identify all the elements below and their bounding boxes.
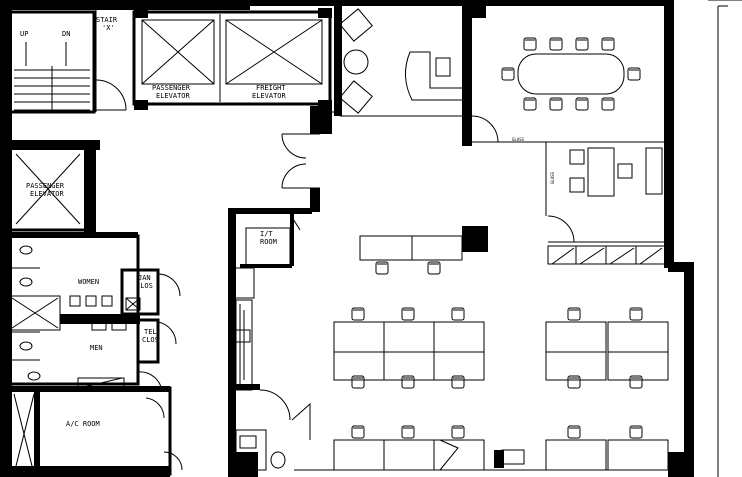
- workstations: [333, 226, 669, 471]
- conference-chair: [501, 67, 515, 81]
- central-core: I/T ROOM: [228, 208, 312, 477]
- svg-text:TEL CLOS: TEL CLOS: [142, 328, 161, 344]
- restrooms: WOMEN MEN JAN CLOS TEL CLOS: [8, 232, 181, 393]
- workstation-chair: [401, 425, 415, 439]
- ac-room: A/C ROOM: [0, 386, 183, 477]
- stair-x-label: STAIR 'X': [96, 16, 121, 32]
- conference-chair: [601, 97, 615, 111]
- corridor-doors: [281, 106, 320, 212]
- conference-chair: [601, 37, 615, 51]
- workstation-desk: [333, 439, 385, 471]
- conference-chair: [575, 97, 589, 111]
- conference-chair: [549, 37, 563, 51]
- workstation-chair: [567, 307, 581, 321]
- workstation-chair: [629, 307, 643, 321]
- conference-chair: [523, 37, 537, 51]
- workstation-chair: [567, 425, 581, 439]
- workstation-chair: [451, 375, 465, 389]
- ac-room-label: A/C ROOM: [66, 420, 100, 428]
- glass-label-1: GLASS: [512, 137, 525, 142]
- workstation-chair: [401, 375, 415, 389]
- workstation-chair: [567, 375, 581, 389]
- workstation-chair: [351, 307, 365, 321]
- workstation-chair: [375, 261, 389, 275]
- stair-up-label: UP: [20, 30, 28, 38]
- workstation-desk: [433, 439, 485, 471]
- workstation-chair: [401, 307, 415, 321]
- stair-dn-label: DN: [62, 30, 70, 38]
- workstation-desk: [333, 321, 385, 353]
- workstation-desk: [607, 321, 669, 353]
- workstation-desk: [545, 439, 607, 471]
- freight-elevator-label: FREIGHT ELEVATOR: [252, 84, 290, 100]
- workstation-chair: [451, 425, 465, 439]
- stair-x-label-line2: 'X': [102, 24, 115, 32]
- glass-label-2: GLASS: [550, 171, 555, 184]
- passenger-elevator-left: PASSENGER ELEVATOR: [0, 140, 100, 236]
- reception-area: [334, 6, 486, 146]
- passenger-elevator-top-label: PASSENGER ELEVATOR: [152, 84, 194, 100]
- svg-text:PASSENGER ELEVATOR: PASSENGER ELEVATOR: [26, 182, 68, 198]
- workstation-desk: [383, 439, 435, 471]
- conference-chair: [627, 67, 641, 81]
- men-label: MEN: [90, 344, 103, 352]
- workstation-desk: [433, 321, 485, 353]
- svg-text:JAN CLOS: JAN CLOS: [136, 274, 155, 290]
- conference-chair: [549, 97, 563, 111]
- workstation-chair: [351, 425, 365, 439]
- workstation-chair: [427, 261, 441, 275]
- conference-chair: [523, 97, 537, 111]
- workstation-desk: [383, 321, 435, 353]
- filing-cabinets: [547, 245, 667, 265]
- workstation-desk: [607, 351, 669, 381]
- workstation-chair: [629, 375, 643, 389]
- elevator-bank: PASSENGER ELEVATOR FREIGHT ELEVATOR: [132, 8, 332, 110]
- workstation-chair: [629, 425, 643, 439]
- workstation-desk: [607, 439, 669, 471]
- stair-door-swing: [95, 79, 127, 111]
- workstation-desk: [433, 351, 485, 381]
- conference-room: GLASS: [471, 37, 664, 143]
- stair-x: UP DN STAIR 'X': [8, 10, 121, 114]
- workstation-chair: [451, 307, 465, 321]
- svg-text:I/T ROOM: I/T ROOM: [260, 230, 277, 246]
- workstation-desk: [545, 321, 607, 353]
- conference-chairs: [501, 37, 641, 111]
- stair-x-label-line1: STAIR: [96, 16, 118, 24]
- workstation-chair: [351, 375, 365, 389]
- conference-chair: [575, 37, 589, 51]
- women-label: WOMEN: [78, 278, 99, 286]
- small-office: GLASS: [545, 142, 664, 243]
- workstation-desk: [545, 351, 607, 381]
